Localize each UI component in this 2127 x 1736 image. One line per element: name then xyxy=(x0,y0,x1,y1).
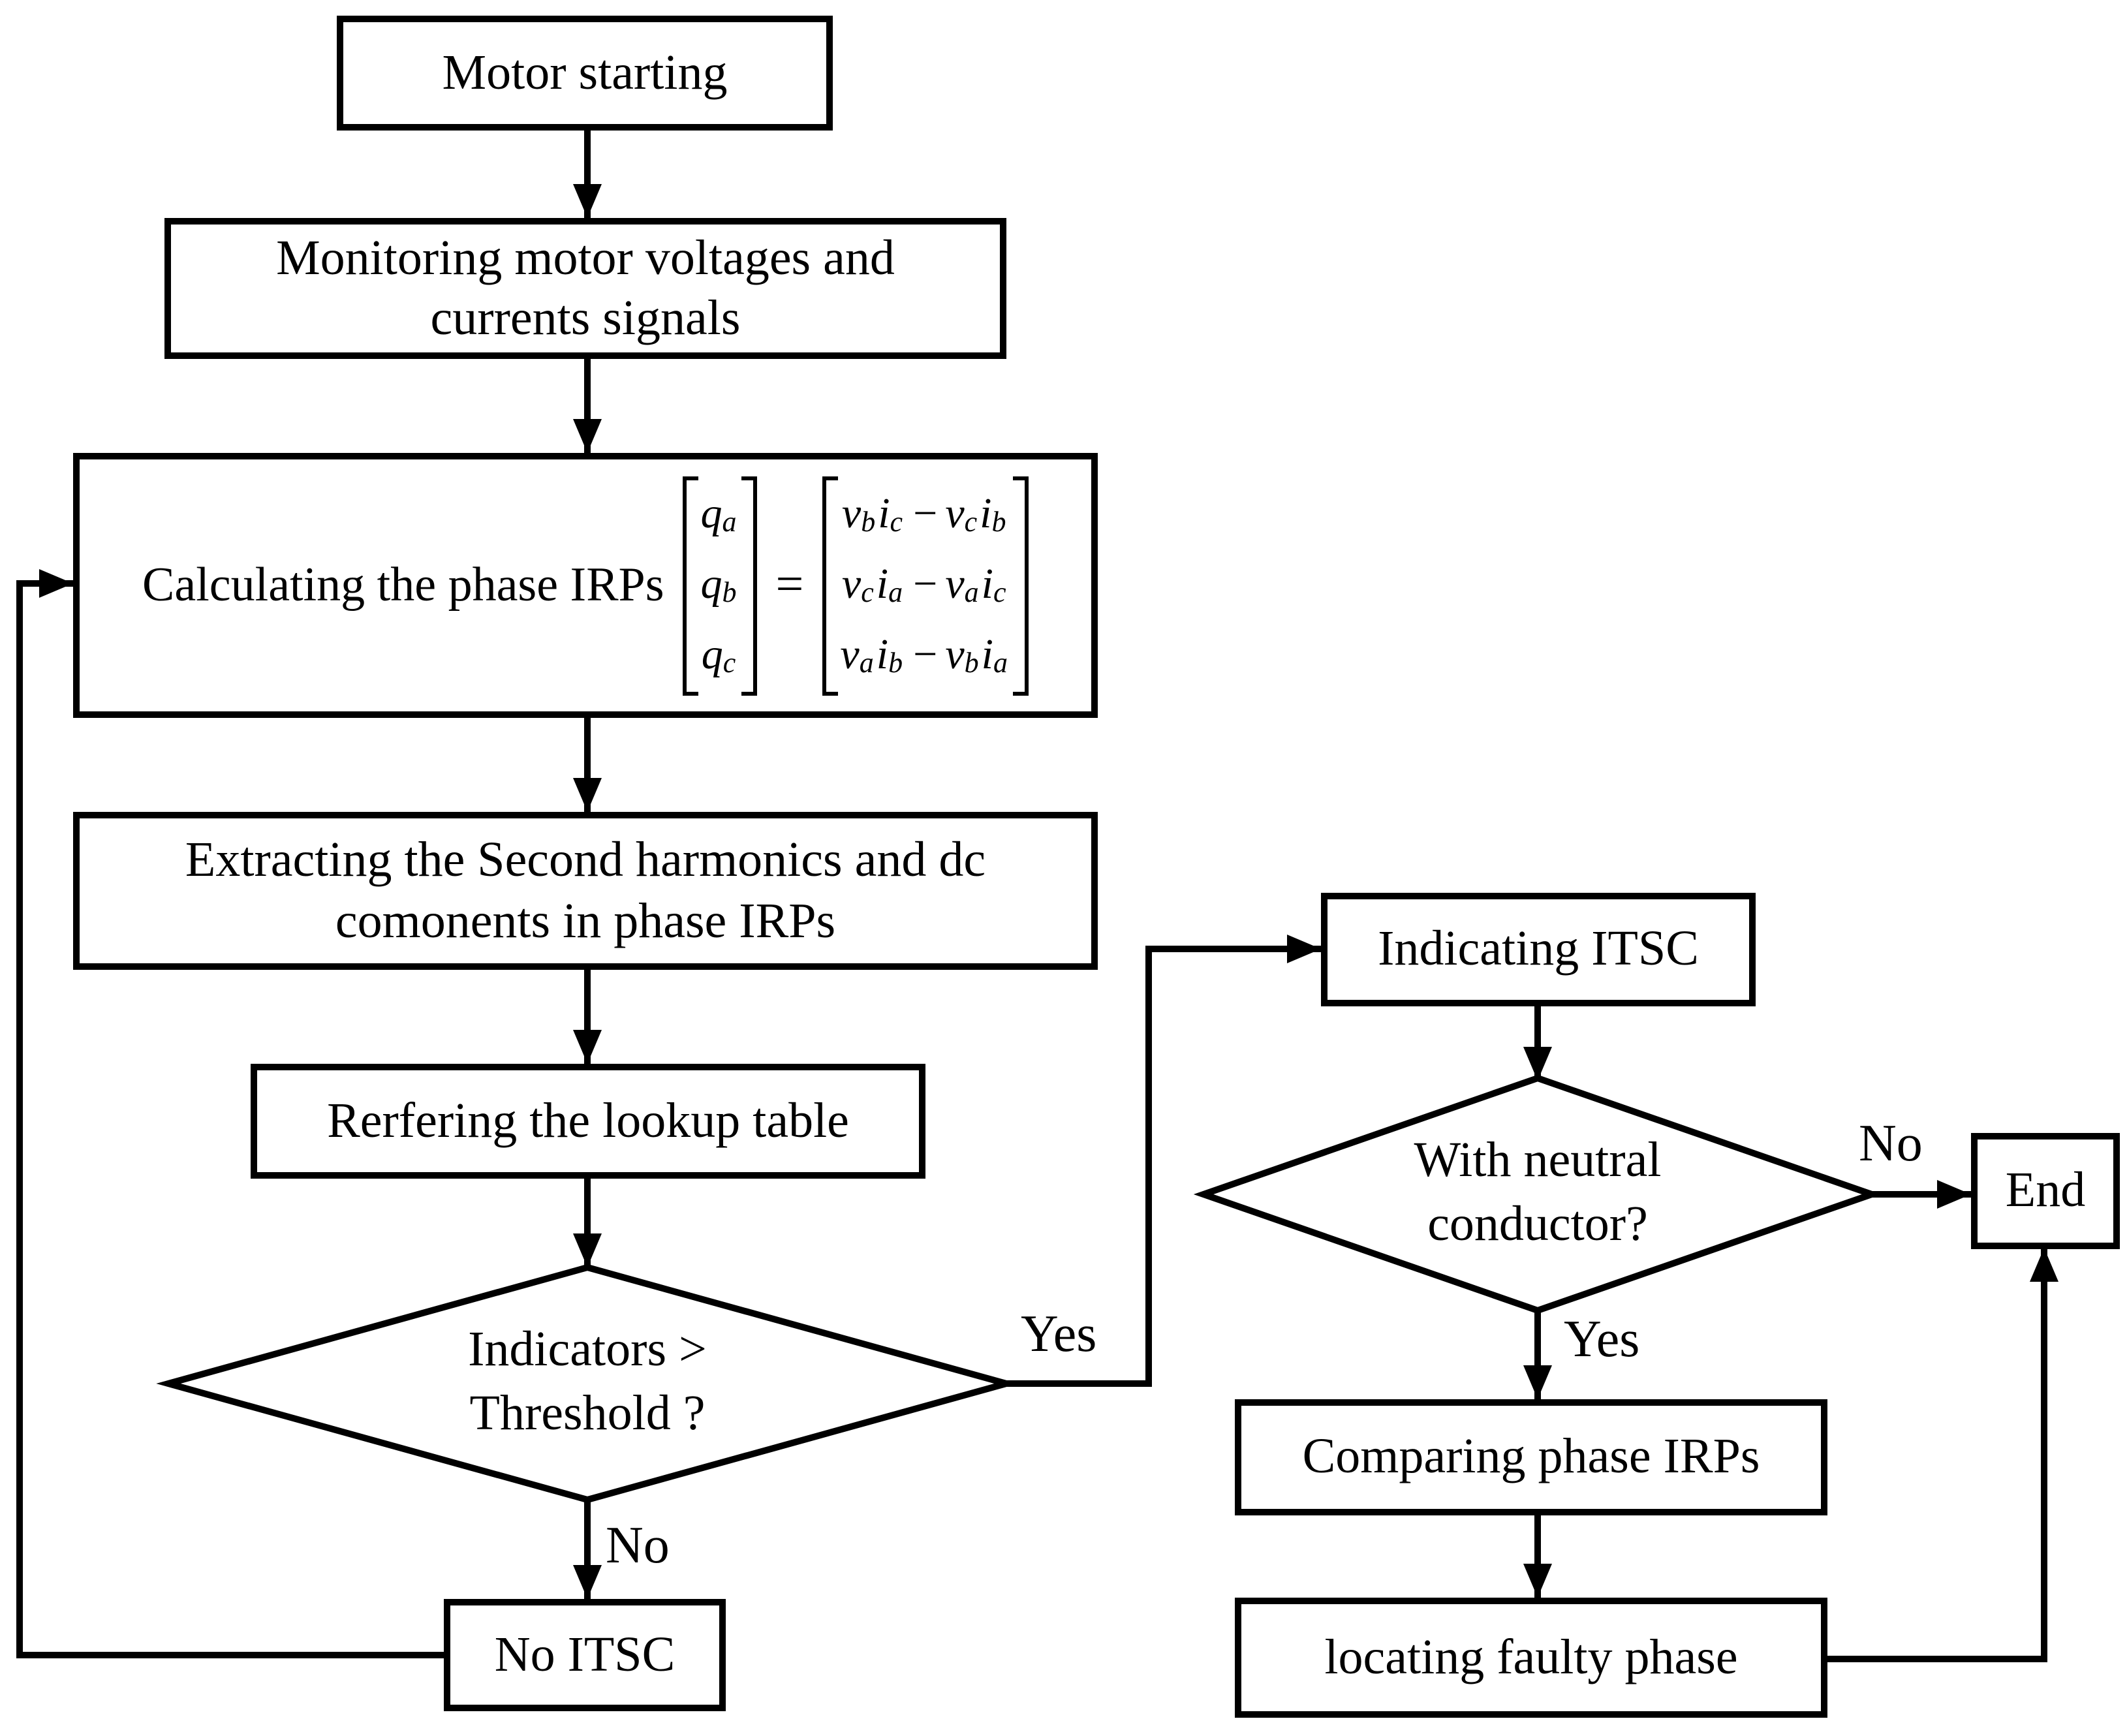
equation-equals-sign: = xyxy=(775,557,804,613)
node-referring-lookup-table: Rerfering the lookup table xyxy=(251,1064,925,1179)
node-motor-starting-label: Motor starting xyxy=(442,45,728,101)
edge-yes-to-indicating-itsc xyxy=(1004,935,1321,1387)
node-no-itsc-label: No ITSC xyxy=(494,1627,675,1682)
edge-label-no-2: No xyxy=(1859,1113,1923,1172)
edge-locating-to-end xyxy=(1826,1248,2058,1662)
edge-label-no-1: No xyxy=(606,1515,670,1574)
node-no-itsc: No ITSC xyxy=(444,1599,726,1711)
node-locating-faulty-phase-label: locating faulty phase xyxy=(1324,1630,1738,1685)
node-indicating-itsc-label: Indicating ITSC xyxy=(1378,922,1699,977)
node-calculating-irps-label: Calculating the phase IRPs xyxy=(142,558,664,612)
decision-indicators-threshold-label: Indicators > Threshold ? xyxy=(468,1322,707,1442)
node-referring-lookup-table-label: Rerfering the lookup table xyxy=(327,1093,849,1149)
node-monitoring-signals: Monitoring motor voltages and currents s… xyxy=(164,218,1006,359)
edge-no-itsc-feedback-to-calculating xyxy=(16,569,446,1658)
node-motor-starting: Motor starting xyxy=(337,16,833,131)
node-locating-faulty-phase: locating faulty phase xyxy=(1235,1598,1827,1718)
node-indicating-itsc: Indicating ITSC xyxy=(1321,893,1756,1006)
node-extracting-harmonics: Extracting the Second harmonics and dc c… xyxy=(73,812,1098,970)
node-monitoring-signals-label: Monitoring motor voltages and currents s… xyxy=(276,230,895,346)
node-end-label: End xyxy=(2005,1163,2086,1218)
decision-neutral-conductor-label: With neutral conductor? xyxy=(1414,1133,1662,1252)
node-end: End xyxy=(1971,1133,2120,1249)
node-comparing-phase-irps: Comparing phase IRPs xyxy=(1235,1399,1827,1515)
edge-label-yes-2: Yes xyxy=(1564,1309,1640,1368)
edge-label-yes-1: Yes xyxy=(1021,1304,1097,1363)
node-comparing-phase-irps-label: Comparing phase IRPs xyxy=(1302,1429,1760,1485)
node-extracting-harmonics-label: Extracting the Second harmonics and dc c… xyxy=(185,833,986,948)
